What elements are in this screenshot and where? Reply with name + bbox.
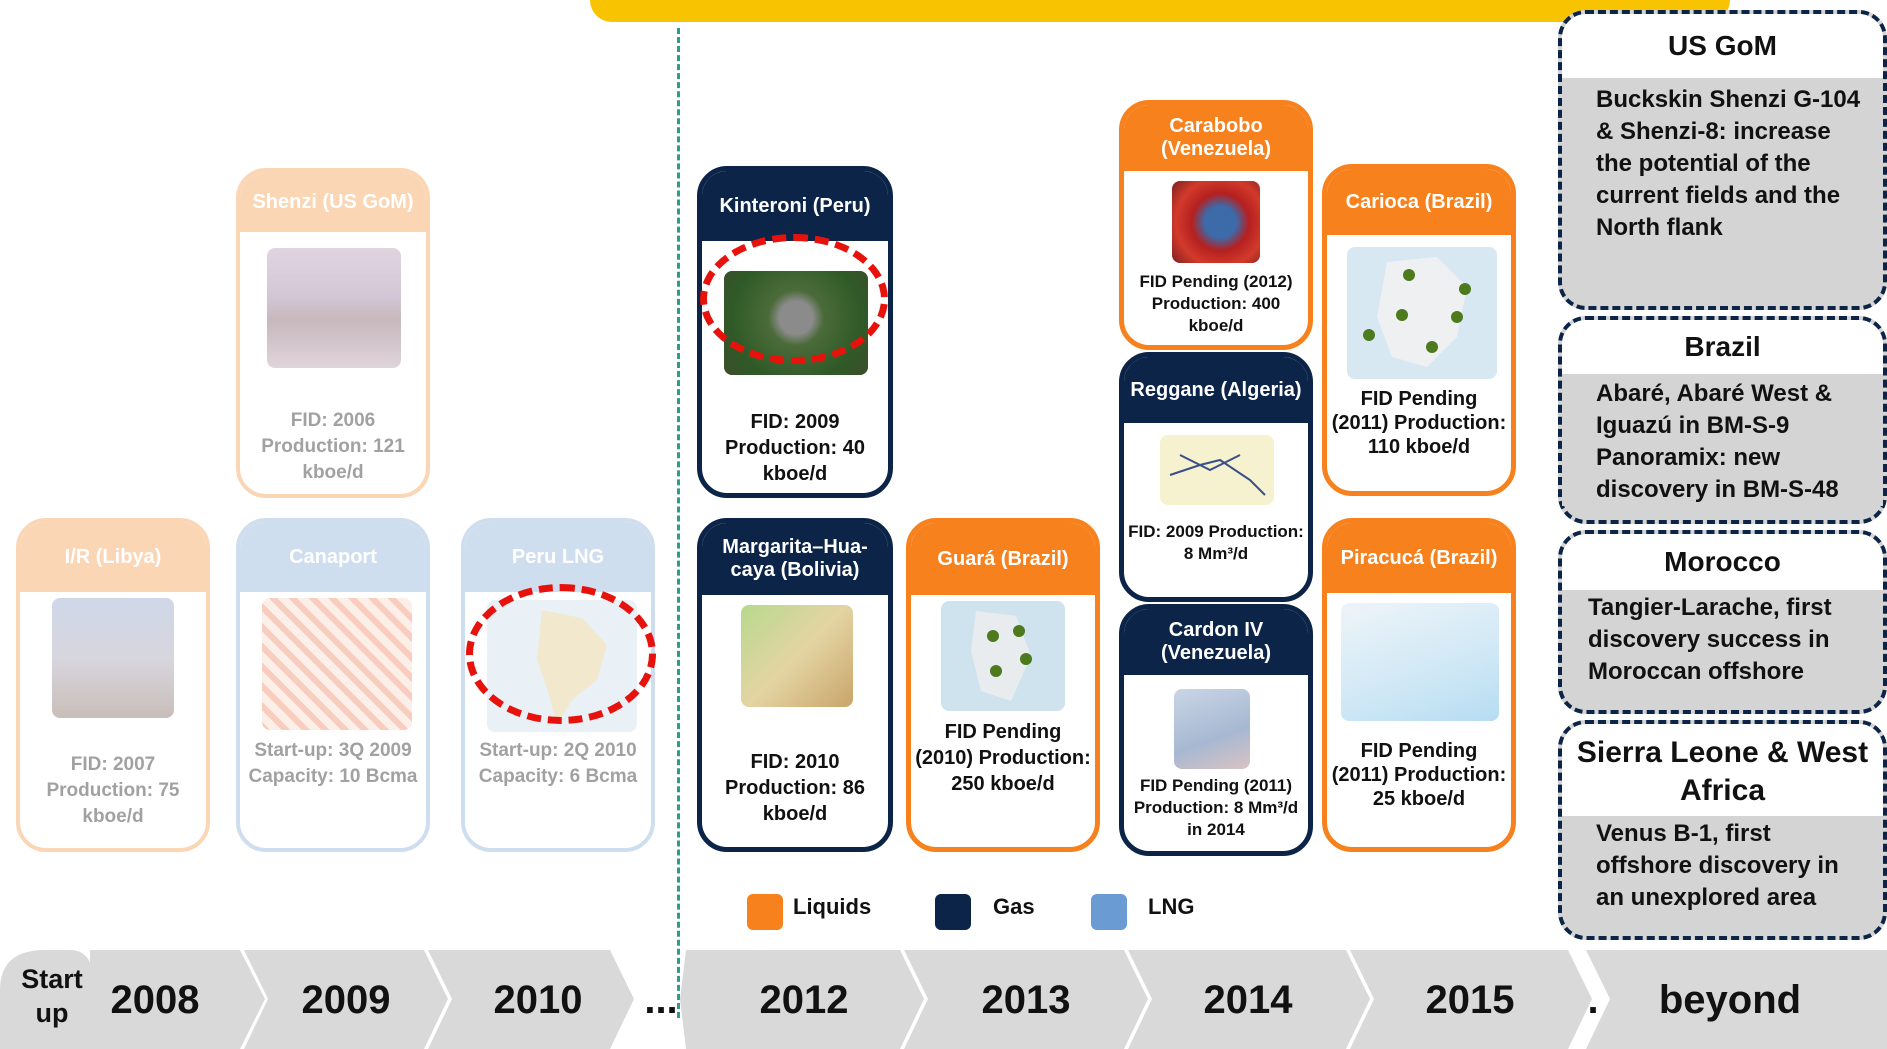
card-header: Canaport xyxy=(240,522,426,592)
card-details: FID Pending (2011) Production: 8 Mm³/d i… xyxy=(1133,776,1299,839)
highlight-circle-peru-lng xyxy=(466,584,656,724)
region-title: US GoM xyxy=(1562,14,1883,78)
year-2014: 2014 xyxy=(1203,978,1293,1022)
legend-label-lng: LNG xyxy=(1148,894,1195,919)
card-details: FID: 2010 Production: 86 kboe/d xyxy=(724,751,865,825)
card-details: Start-up: 3Q 2009 Capacity: 10 Bcma xyxy=(248,740,418,787)
field-map-shape xyxy=(1363,257,1471,367)
legend-label-liquids: Liquids xyxy=(793,894,872,919)
timeline-axis xyxy=(0,950,1887,1049)
carioca-field-map xyxy=(1347,247,1497,379)
region-title: Sierra Leone & West Africa xyxy=(1562,724,1883,816)
axis-segment-2010 xyxy=(428,950,634,1049)
canaport-map xyxy=(262,598,412,730)
region-box-morocco: Morocco Tangier-Larache, first discovery… xyxy=(1558,530,1887,714)
axis-segment-beyond xyxy=(1586,950,1887,1049)
platform-photo xyxy=(267,248,401,368)
region-text: Buckskin Shenzi G-104 & Shenzi-8: increa… xyxy=(1562,78,1883,244)
card-details: FID Pending (2011) Production: 110 kboe/… xyxy=(1331,388,1507,458)
card-header: Peru LNG xyxy=(465,522,651,592)
year-2013: 2013 xyxy=(981,978,1071,1022)
project-card-shenzi: Shenzi (US GoM) FID: 2006 Production: 12… xyxy=(236,168,430,498)
axis-segment-2009 xyxy=(244,950,448,1049)
region-text: Venus B-1, first offshore discovery in a… xyxy=(1562,816,1883,914)
year-2012: 2012 xyxy=(759,978,849,1022)
axis-start-tab xyxy=(0,950,95,1049)
project-card-cardon: Cardon IV (Venezuela) FID Pending (2011)… xyxy=(1119,604,1313,856)
project-card-margarita: Margarita–Hua-caya (Bolivia) FID: 2010 P… xyxy=(697,518,893,852)
card-details: Start-up: 2Q 2010 Capacity: 6 Bcma xyxy=(478,740,638,787)
start-up-label: Start up xyxy=(21,964,83,1028)
field-map-shape xyxy=(971,611,1032,701)
year-2008: 2008 xyxy=(110,978,200,1022)
timeline-divider xyxy=(677,28,680,1018)
project-card-reggane: Reggane (Algeria) FID: 2009 Production: … xyxy=(1119,352,1313,602)
card-header: Cardon IV (Venezuela) xyxy=(1124,609,1308,675)
card-header: Shenzi (US GoM) xyxy=(240,172,426,232)
region-box-sierra-leone: Sierra Leone & West Africa Venus B-1, fi… xyxy=(1558,720,1887,940)
card-header: Carioca (Brazil) xyxy=(1327,169,1511,235)
pipeline-map-shape xyxy=(1169,454,1266,496)
project-card-guara: Guará (Brazil) FID Pending (2010) Produc… xyxy=(906,518,1100,852)
region-box-brazil: Brazil Abaré, Abaré West & Iguazú in BM-… xyxy=(1558,316,1887,524)
bolivia-map xyxy=(741,605,853,707)
cardon-map xyxy=(1174,689,1250,769)
card-details: FID: 2009 Production: 40 kboe/d xyxy=(724,411,865,485)
region-box-us-gom: US GoM Buckskin Shenzi G-104 & Shenzi-8:… xyxy=(1558,10,1887,310)
year-2015: 2015 xyxy=(1425,978,1515,1022)
axis-segment-2008 xyxy=(90,950,265,1049)
reggane-map xyxy=(1160,435,1274,505)
top-accent-bar xyxy=(590,0,1730,22)
project-card-ir-libya: I/R (Libya) FID: 2007 Production: 75 kbo… xyxy=(16,518,210,852)
card-header: Carabobo (Venezuela) xyxy=(1124,105,1308,171)
legend-swatch-gas xyxy=(935,894,971,930)
project-card-canaport: Canaport Start-up: 3Q 2009 Capacity: 10 … xyxy=(236,518,430,852)
ellipsis-gap: ... xyxy=(644,978,678,1022)
axis-segment-2012 xyxy=(680,950,924,1049)
card-details: FID: 2007 Production: 75 kboe/d xyxy=(46,754,180,827)
year-2009: 2009 xyxy=(301,978,391,1022)
legend-swatch-liquids xyxy=(747,894,783,930)
region-text: Abaré, Abaré West & Iguazú in BM-S-9 Pan… xyxy=(1562,374,1883,506)
oilfield-photo xyxy=(52,598,174,718)
card-details: FID Pending (2010) Production: 250 kboe/… xyxy=(915,721,1091,795)
axis-segment-2014 xyxy=(1128,950,1370,1049)
highlight-circle-kinteroni xyxy=(700,234,888,364)
card-header: Reggane (Algeria) xyxy=(1124,357,1308,423)
card-header: Piracucá (Brazil) xyxy=(1327,523,1511,593)
year-beyond: beyond xyxy=(1658,978,1802,1022)
project-card-carioca: Carioca (Brazil) FID Pending (2011) Prod… xyxy=(1322,164,1516,496)
ellipsis-dot: . xyxy=(1587,978,1599,1022)
legend-label-gas: Gas xyxy=(993,894,1035,919)
axis-segment-2013 xyxy=(904,950,1148,1049)
card-details: FID Pending (2012) Production: 400 kboe/… xyxy=(1139,272,1293,335)
card-details: FID: 2009 Production: 8 Mm³/d xyxy=(1128,522,1304,563)
axis-segment-2015 xyxy=(1350,950,1592,1049)
card-details: FID: 2006 Production: 121 kboe/d xyxy=(261,410,405,483)
legend-swatch-lng xyxy=(1091,894,1127,930)
card-header: I/R (Libya) xyxy=(20,522,206,592)
year-2010: 2010 xyxy=(493,978,583,1022)
project-card-piracuca: Piracucá (Brazil) FID Pending (2011) Pro… xyxy=(1322,518,1516,852)
card-details: FID Pending (2011) Production: 25 kboe/d xyxy=(1331,740,1507,810)
region-title: Brazil xyxy=(1562,320,1883,374)
card-header: Kinteroni (Peru) xyxy=(702,171,888,241)
carabobo-map xyxy=(1172,181,1260,263)
project-card-carabobo: Carabobo (Venezuela) FID Pending (2012) … xyxy=(1119,100,1313,350)
region-title: Morocco xyxy=(1562,534,1883,590)
region-text: Tangier-Larache, first discovery success… xyxy=(1562,590,1883,688)
piracuca-field-map xyxy=(1341,603,1499,721)
guara-field-map xyxy=(941,601,1065,711)
card-header: Margarita–Hua-caya (Bolivia) xyxy=(702,523,888,595)
card-header: Guará (Brazil) xyxy=(911,523,1095,595)
